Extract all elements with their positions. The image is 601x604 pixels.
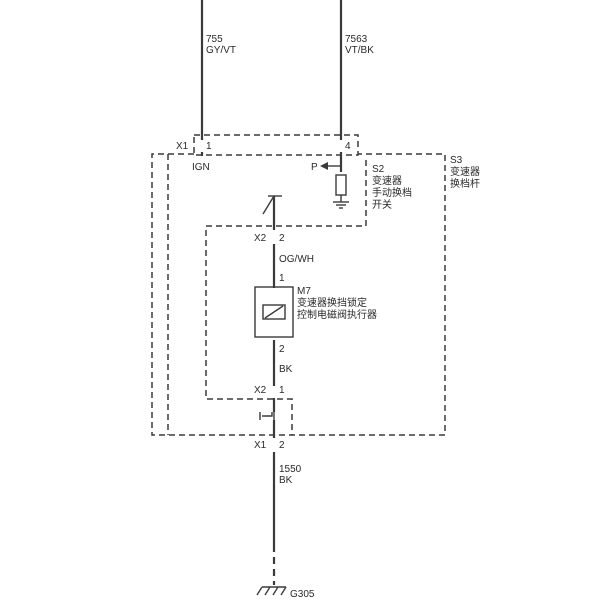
m7-solenoid-box: [254, 286, 294, 338]
ground-hatch-4: [280, 586, 287, 596]
x1-top-connector-box: [193, 134, 359, 156]
wire-7563-color-label: VT/BK: [345, 45, 374, 56]
s3-id: S3: [450, 155, 463, 166]
wire-755-color-label: GY/VT: [206, 45, 236, 56]
m7-pin-bottom: 2: [279, 344, 285, 355]
s2-switch-blade: [262, 195, 275, 215]
wire-755-circuit-label: 755: [206, 34, 223, 45]
s2-name-line2: 手动换档: [372, 186, 412, 199]
s2-name-line3: 开关: [372, 198, 392, 211]
x1-bottom-pin: 2: [279, 440, 285, 451]
x1-bottom-name: X1: [254, 440, 267, 451]
x2-top-name: X2: [254, 233, 267, 244]
m7-coil-slash: [264, 305, 284, 319]
m7-pin-top: 1: [279, 273, 285, 284]
wire-og-wh-label: OG/WH: [279, 254, 314, 265]
wire-bk-mid-label: BK: [279, 364, 293, 375]
s2-boundary: [205, 160, 367, 435]
s2-id: S2: [372, 164, 385, 175]
x2-bottom-pin: 1: [279, 385, 285, 396]
wire-1550-circuit-label: 1550: [279, 464, 302, 475]
s3-boundary: [151, 153, 446, 436]
ground-g305-label: G305: [290, 589, 315, 600]
ground-hatch-1: [256, 586, 263, 596]
m7-name-line2: 控制电磁阀执行器: [297, 308, 377, 321]
m7-name-line1: 变速器换挡锁定: [297, 296, 367, 309]
m7-id: M7: [297, 286, 311, 297]
m7-coil: [262, 304, 286, 320]
x2-top-pin: 2: [279, 233, 285, 244]
ign-terminal-label: IGN: [192, 162, 210, 173]
wire-7563-circuit-label: 7563: [345, 34, 368, 45]
p-arrow-head: [320, 162, 328, 170]
s3-name-line1: 变速器: [450, 165, 480, 178]
x1-top-name: X1: [176, 141, 189, 152]
ground-hatch-2: [264, 586, 271, 596]
wire-1550-color-label: BK: [279, 475, 293, 486]
p-terminal-label: P: [311, 162, 318, 173]
x1-top-pin-4: 4: [345, 141, 351, 152]
s3-contact-hook: [262, 412, 273, 417]
s2-name-line1: 变速器: [372, 174, 402, 187]
s2-resistor: [335, 174, 347, 196]
s3-name-line2: 换档杆: [450, 177, 480, 190]
x1-top-pin-1: 1: [206, 141, 212, 152]
x2-bottom-name: X2: [254, 385, 267, 396]
ground-hatch-3: [272, 586, 279, 596]
